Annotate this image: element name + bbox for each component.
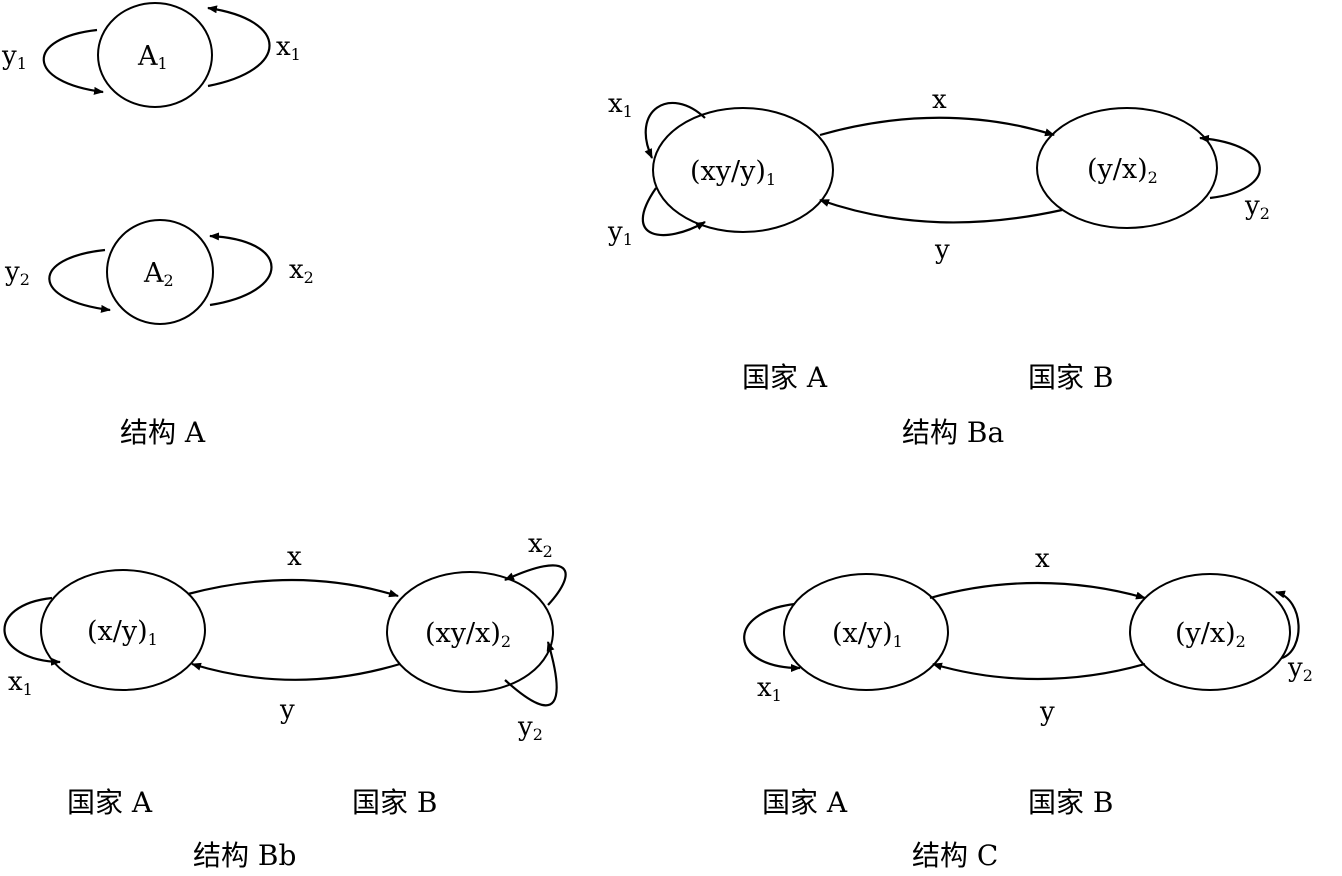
- edge-c-x-label: x: [1035, 544, 1050, 574]
- loop-bb-y2-label: y2: [517, 712, 543, 744]
- node-a2: [106, 219, 214, 325]
- country-ba-b: 国家 B: [1028, 361, 1113, 394]
- edge-c-y-label: y: [1039, 697, 1055, 727]
- node-a2-label: A2: [143, 258, 174, 290]
- loop-ba-y2: [1199, 134, 1261, 200]
- caption-structure-c: 结构 C: [912, 839, 998, 872]
- node-a1: [97, 2, 213, 108]
- edge-c-y: [932, 662, 1146, 681]
- loop-ba-x1: [644, 101, 706, 159]
- loop-c-y2-label: y2: [1287, 653, 1313, 685]
- node-c-a-label: (x/y)1: [832, 618, 903, 651]
- country-c-a: 国家 A: [762, 786, 848, 819]
- loop-y2-a2: [48, 248, 111, 313]
- loop-x1-a1: [207, 5, 271, 88]
- country-bb-b: 国家 B: [352, 786, 437, 819]
- country-ba-a: 国家 A: [742, 361, 828, 394]
- node-bb-country-a: [40, 569, 206, 691]
- country-bb-a: 国家 A: [67, 786, 153, 819]
- edge-c-x: [929, 581, 1146, 600]
- loop-bb-y2: [504, 641, 558, 707]
- country-c-b: 国家 B: [1028, 786, 1113, 819]
- loop-x2-a2: [209, 232, 273, 307]
- loop-label-y1-a1: y1: [1, 41, 27, 73]
- node-bb-b-label: (xy/x)2: [425, 618, 511, 651]
- node-a1-label: A1: [137, 41, 168, 73]
- edge-ba-y-label: y: [934, 235, 950, 265]
- caption-structure-bb: 结构 Bb: [193, 839, 296, 872]
- loop-label-y2-a2: y2: [4, 257, 30, 289]
- structure-a: A1 y1 x1 A2 y2 x2 结构 A: [1, 2, 314, 449]
- node-c-country-b: [1129, 573, 1291, 691]
- node-c-country-a: [783, 573, 949, 691]
- node-c-b-label: (y/x)2: [1175, 618, 1246, 651]
- loop-ba-x1-label: x1: [608, 89, 633, 121]
- caption-structure-a: 结构 A: [120, 416, 206, 449]
- edge-ba-x: [819, 116, 1055, 137]
- edge-bb-x: [187, 578, 399, 598]
- loop-bb-x1-label: x1: [8, 667, 33, 699]
- edge-bb-y: [191, 662, 401, 681]
- edge-bb-x-label: x: [287, 542, 302, 572]
- node-ba-country-b: [1036, 107, 1218, 229]
- loop-bb-x2: [504, 564, 567, 606]
- edge-ba-x-label: x: [932, 85, 947, 115]
- loop-ba-y1: [641, 187, 706, 237]
- node-ba-country-a: [652, 107, 834, 233]
- loop-label-x1-a1: x1: [276, 32, 301, 64]
- node-bb-country-b: [386, 571, 554, 693]
- loop-bb-x2-label: x2: [528, 529, 553, 561]
- loop-label-x2-a2: x2: [289, 255, 314, 287]
- edge-ba-y: [819, 198, 1063, 224]
- node-ba-a-label: (xy/y)1: [690, 156, 776, 189]
- loop-ba-y1-label: y1: [607, 217, 633, 249]
- loop-bb-x1: [3, 596, 61, 666]
- loop-c-y2: [1275, 590, 1300, 660]
- node-ba-b-label: (y/x)2: [1087, 154, 1158, 187]
- structure-ba: (xy/y)1 (y/x)2 x y x1 y1 y2 国家 A 国家 B 结构…: [607, 85, 1270, 449]
- edge-bb-y-label: y: [279, 695, 295, 725]
- structure-bb: (x/y)1 (xy/x)2 x y x1 x2 y2 国家 A 国家 B 结构…: [3, 529, 567, 872]
- loop-c-x1: [743, 602, 801, 672]
- loop-y1-a1: [42, 28, 104, 95]
- caption-structure-ba: 结构 Ba: [902, 416, 1004, 449]
- loop-c-x1-label: x1: [757, 673, 782, 705]
- loop-ba-y2-label: y2: [1244, 191, 1270, 223]
- node-bb-a-label: (x/y)1: [87, 616, 158, 649]
- structure-c: (x/y)1 (y/x)2 x y x1 y2 国家 A 国家 B 结构 C: [743, 544, 1313, 872]
